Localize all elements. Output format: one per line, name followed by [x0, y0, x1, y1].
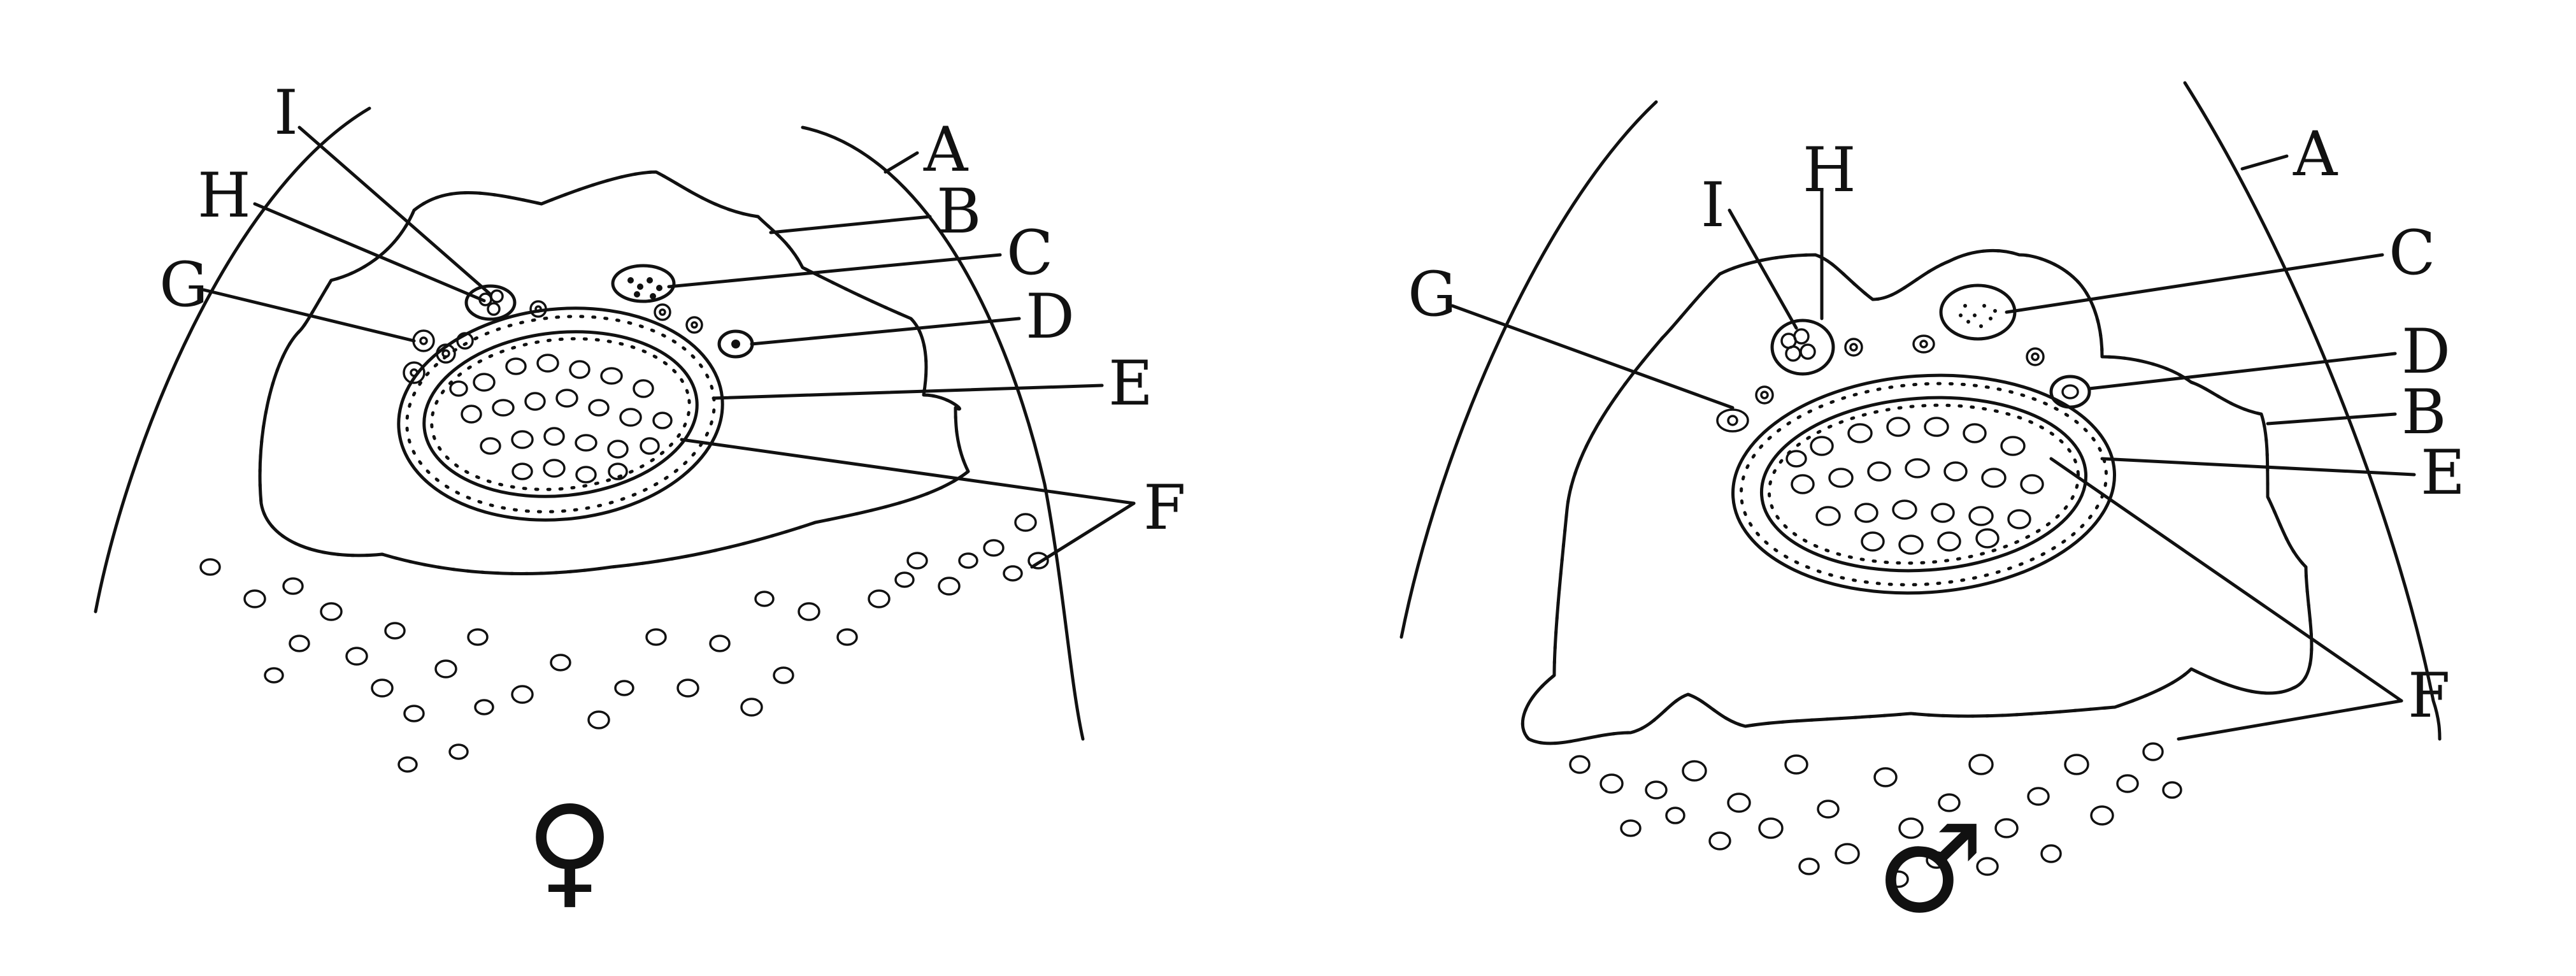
male-central-ring-inner-ticks [1767, 403, 2080, 565]
male-label-i: I [1701, 169, 1725, 241]
female-structure-h [464, 284, 517, 321]
male-structure-c [1939, 283, 2017, 341]
male-right-contour [2183, 81, 2442, 741]
male-central-ring-outer-ticks [1739, 382, 2108, 587]
female-right-contour [801, 126, 1085, 741]
female-label-a: A [923, 114, 969, 185]
female-structure-c-dots [627, 277, 662, 299]
male-central-ring-inner [1759, 396, 2088, 573]
female-central-ring-outer-ticks [405, 315, 716, 513]
female-label-i: I [274, 77, 298, 148]
female-leader-lines [202, 126, 1136, 569]
female-central-cells [449, 354, 673, 484]
female-label-c: C [1006, 217, 1053, 289]
female-structure-d-core [731, 340, 740, 348]
male-label-h: H [1803, 134, 1856, 206]
male-structure-c-dots [1959, 304, 1997, 328]
female-scattered-cells [199, 513, 1049, 773]
female-left-contour [94, 106, 371, 614]
male-label-b: B [2401, 377, 2447, 448]
male-central-cells [1785, 417, 2044, 555]
male-structure-d-core [2061, 384, 2079, 399]
female-structure-c [611, 264, 676, 303]
female-central-ring-outer [397, 306, 724, 522]
male-scattered-cells [1569, 742, 2182, 888]
male-central-ring-outer [1731, 373, 2117, 595]
male-sex-symbol: ♂ [1876, 799, 1984, 940]
female-label-f: F [1143, 472, 1186, 543]
female-panel: A B C D E F G H I ♀ [94, 77, 1186, 921]
female-outer-mass-ticks [258, 170, 970, 575]
female-label-b: B [936, 176, 982, 247]
female-central-ring-inner [422, 330, 699, 498]
male-left-contour [1399, 100, 1658, 639]
male-label-f: F [2408, 660, 2451, 731]
male-label-a: A [2293, 118, 2338, 190]
female-label-h: H [197, 160, 251, 231]
male-panel: A B C D E F G H I ♂ [1399, 81, 2465, 940]
female-central-ring-inner-ticks [430, 337, 691, 491]
male-structure-d [2049, 375, 2091, 409]
male-structure-i [1780, 328, 1816, 362]
female-label-g: G [159, 249, 208, 320]
female-label-d: D [1026, 281, 1075, 352]
male-structure-h [1770, 319, 1835, 376]
male-label-d: D [2401, 316, 2451, 387]
male-structure-g [1716, 334, 2045, 433]
female-outer-mass [258, 170, 970, 575]
male-label-g: G [1408, 259, 1457, 330]
male-leader-lines [1450, 154, 2416, 741]
male-label-c: C [2389, 217, 2435, 289]
female-label-e: E [1108, 348, 1153, 419]
male-outer-mass [1521, 249, 2314, 745]
male-label-e: E [2421, 437, 2465, 508]
male-outer-mass-ticks [1521, 249, 2314, 745]
female-sex-symbol: ♀ [526, 780, 614, 921]
